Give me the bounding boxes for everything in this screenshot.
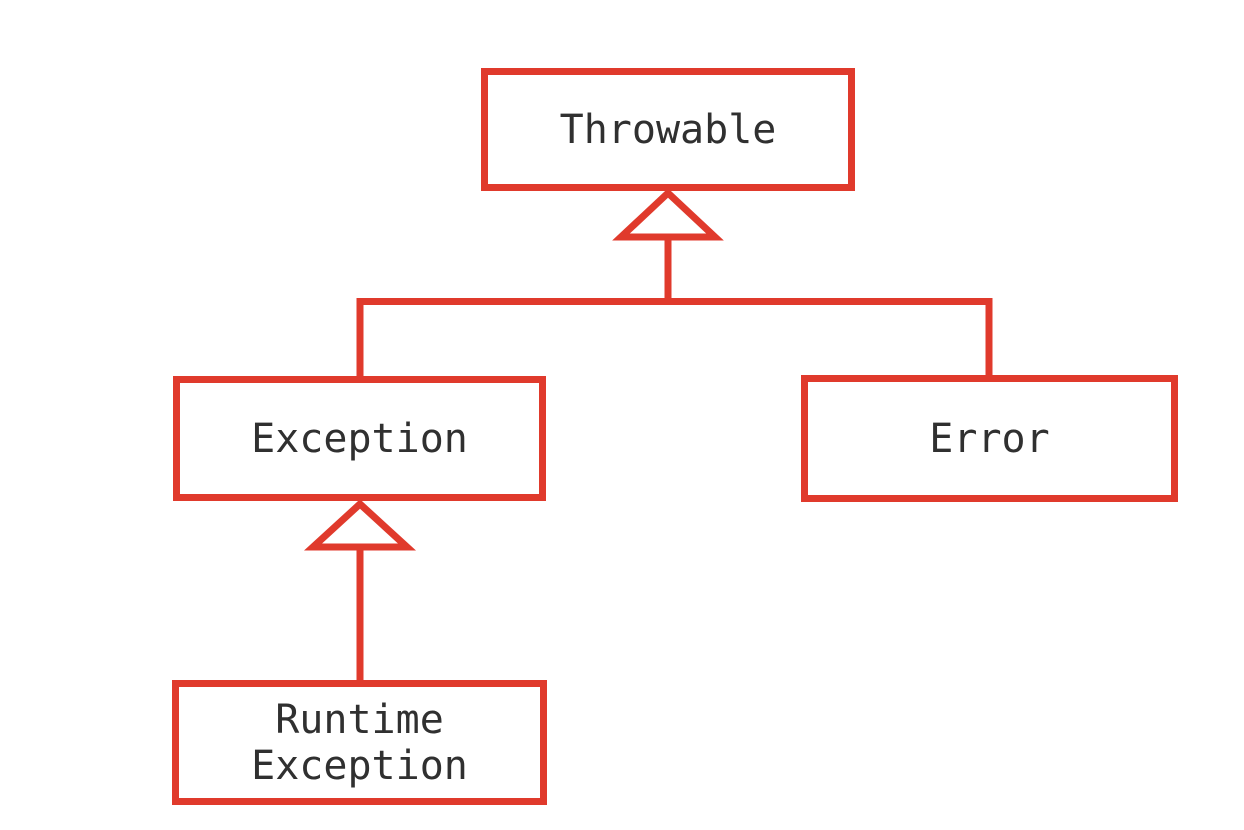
- node-exception-label: Exception: [251, 415, 468, 462]
- node-error: Error: [801, 375, 1178, 502]
- inheritance-arrowhead-exception-icon: [303, 499, 417, 551]
- node-runtime-exception: Runtime Exception: [172, 680, 547, 805]
- connector-exception-error-to-throwable: [356, 298, 993, 378]
- node-runtime-exception-label-line2: Exception: [251, 742, 468, 789]
- node-exception: Exception: [173, 376, 546, 501]
- inheritance-arrowhead-throwable-icon: [612, 188, 724, 241]
- node-throwable: Throwable: [481, 68, 855, 191]
- node-error-label: Error: [929, 415, 1050, 462]
- node-runtime-exception-label-line1: Runtime: [275, 696, 444, 743]
- node-throwable-label: Throwable: [559, 106, 777, 153]
